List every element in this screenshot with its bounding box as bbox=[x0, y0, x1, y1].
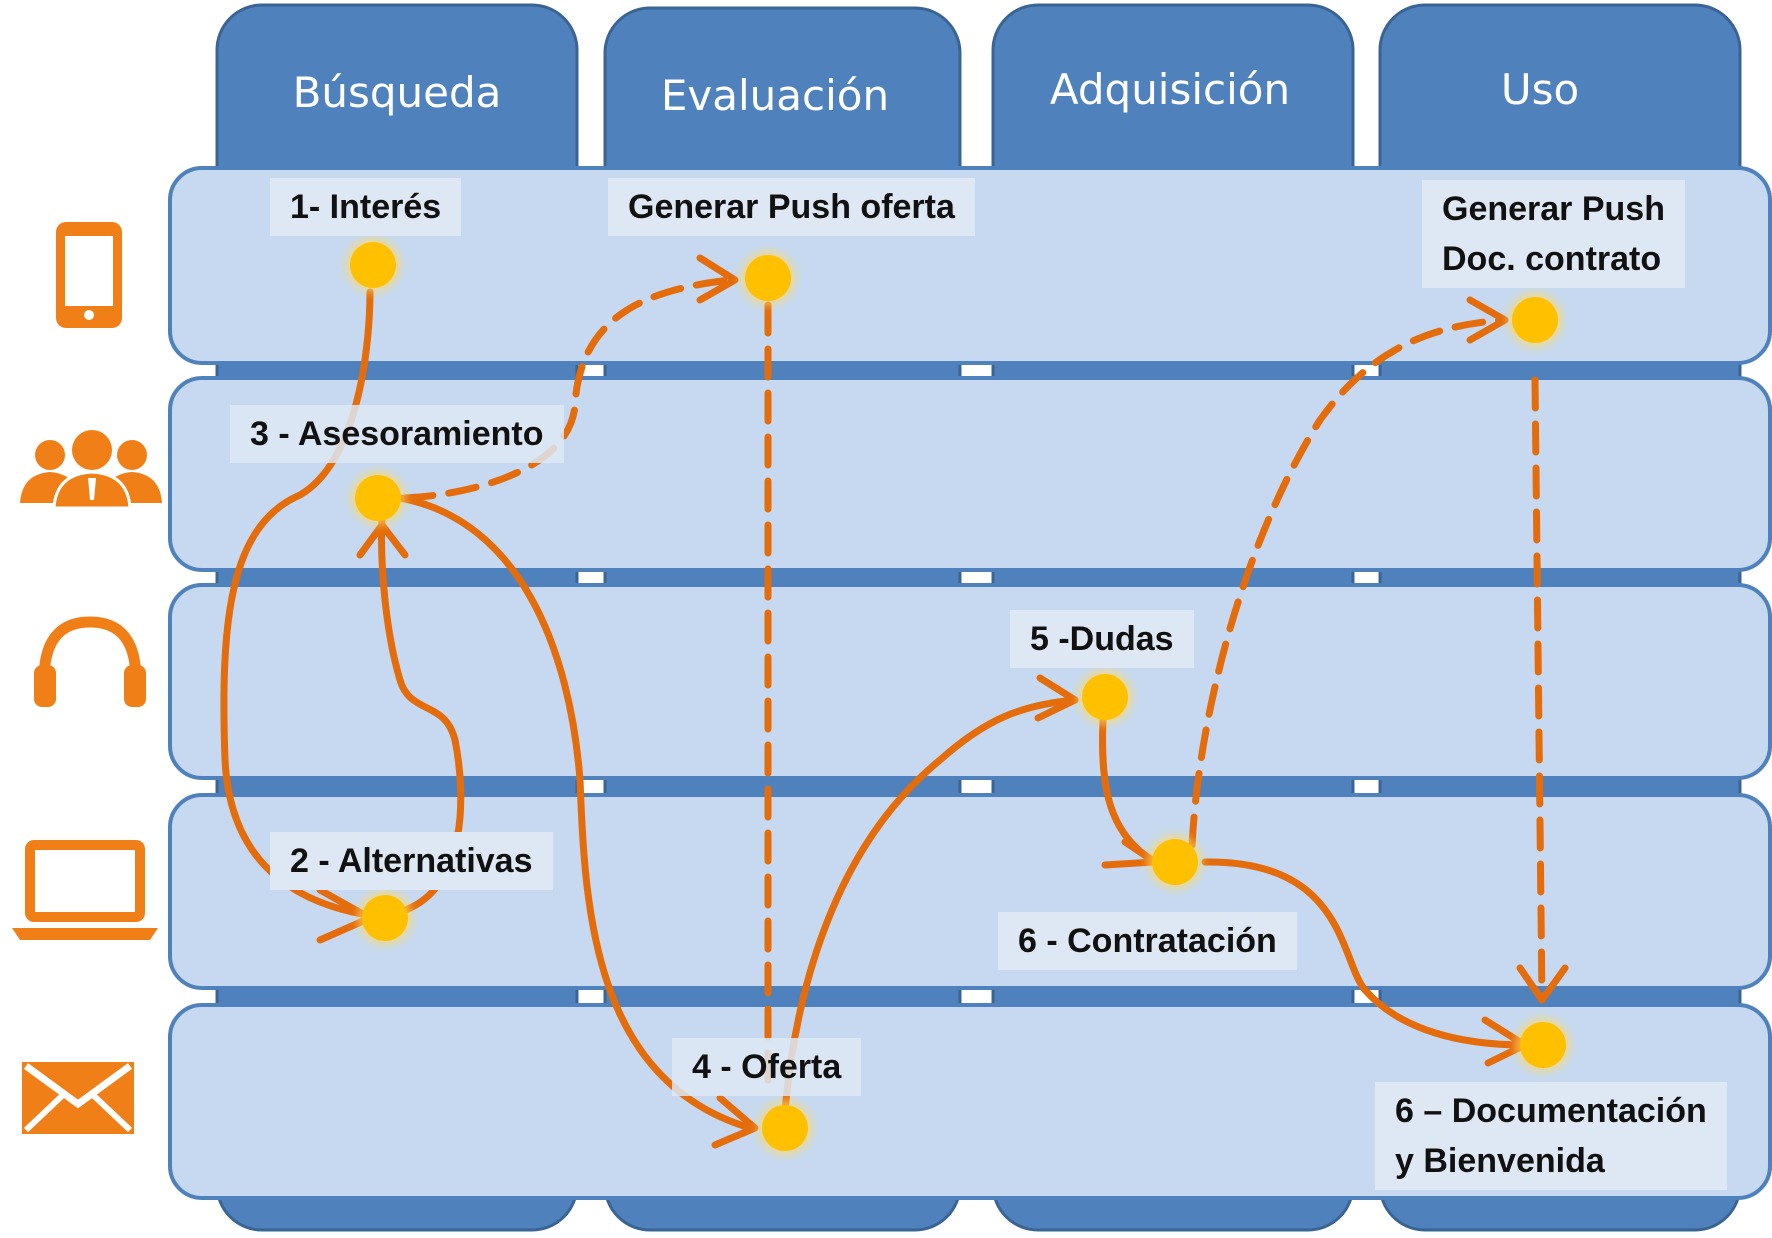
channel-lanes bbox=[168, 166, 1772, 1200]
stage-title-busqueda: Búsqueda bbox=[292, 68, 502, 117]
stage-title-adquisicion: Adquisición bbox=[1049, 65, 1291, 114]
node-alternativas bbox=[357, 890, 413, 946]
label-alternativas: 2 - Alternativas bbox=[270, 832, 553, 890]
node-push-oferta bbox=[740, 250, 796, 306]
arrowhead-oferta bbox=[711, 1094, 759, 1149]
dashed-arrow-push-doc-to-documentacion bbox=[1531, 376, 1546, 1004]
stage-title-evaluacion: Evaluación bbox=[660, 71, 890, 120]
label-documentacion-line1: 6 – Documentación bbox=[1395, 1092, 1707, 1130]
arrowhead-push-oferta bbox=[696, 254, 739, 304]
node-push-doc bbox=[1507, 292, 1563, 348]
node-documentacion bbox=[1515, 1017, 1571, 1073]
stage-title-uso: Uso bbox=[1500, 65, 1580, 114]
label-interes: 1- Interés bbox=[270, 178, 462, 236]
node-contratacion bbox=[1147, 834, 1203, 890]
label-dudas: 5 -Dudas bbox=[1010, 610, 1194, 668]
dashed-push-arrows bbox=[401, 254, 1569, 1084]
arrowhead-documentacion-down bbox=[1516, 964, 1569, 1004]
step-nodes bbox=[345, 237, 1571, 1156]
node-oferta bbox=[757, 1100, 813, 1156]
label-oferta: 4 - Oferta bbox=[672, 1038, 862, 1096]
label-push-doc: Generar Push Doc. contrato bbox=[1422, 180, 1685, 288]
label-push-oferta: Generar Push oferta bbox=[608, 178, 975, 236]
dashed-arrow-contratacion-to-push-doc bbox=[1188, 316, 1509, 849]
lane-call-center bbox=[168, 583, 1772, 780]
dashed-arrow-asesoramiento-to-push-oferta bbox=[401, 276, 734, 502]
laptop-icon bbox=[12, 840, 158, 940]
envelope-icon bbox=[22, 1062, 134, 1134]
label-asesoramiento: 3 - Asesoramiento bbox=[230, 405, 564, 463]
smartphone-icon bbox=[56, 222, 122, 328]
lane-web bbox=[168, 793, 1772, 990]
arrowhead-dudas bbox=[1034, 674, 1079, 722]
node-asesoramiento bbox=[350, 470, 406, 526]
arrow-asesoramiento-to-oferta bbox=[396, 494, 754, 1132]
label-contratacion: 6 - Contratación bbox=[998, 912, 1297, 970]
arrow-oferta-to-dudas bbox=[781, 696, 1079, 1114]
arrowhead-push-doc bbox=[1466, 296, 1509, 344]
label-push-doc-line2: Doc. contrato bbox=[1442, 240, 1662, 278]
label-push-doc-line1: Generar Push bbox=[1442, 190, 1665, 228]
node-interes bbox=[345, 237, 401, 293]
node-dudas bbox=[1077, 669, 1133, 725]
lane-email bbox=[168, 1003, 1772, 1200]
arrow-contratacion-to-documentacion bbox=[1201, 858, 1529, 1049]
people-group-icon bbox=[20, 430, 162, 510]
label-documentacion-line2: y Bienvenida bbox=[1395, 1142, 1605, 1180]
headset-icon bbox=[34, 616, 146, 707]
label-documentacion: 6 – Documentación y Bienvenida bbox=[1375, 1082, 1727, 1190]
lane-mobile bbox=[168, 166, 1772, 365]
